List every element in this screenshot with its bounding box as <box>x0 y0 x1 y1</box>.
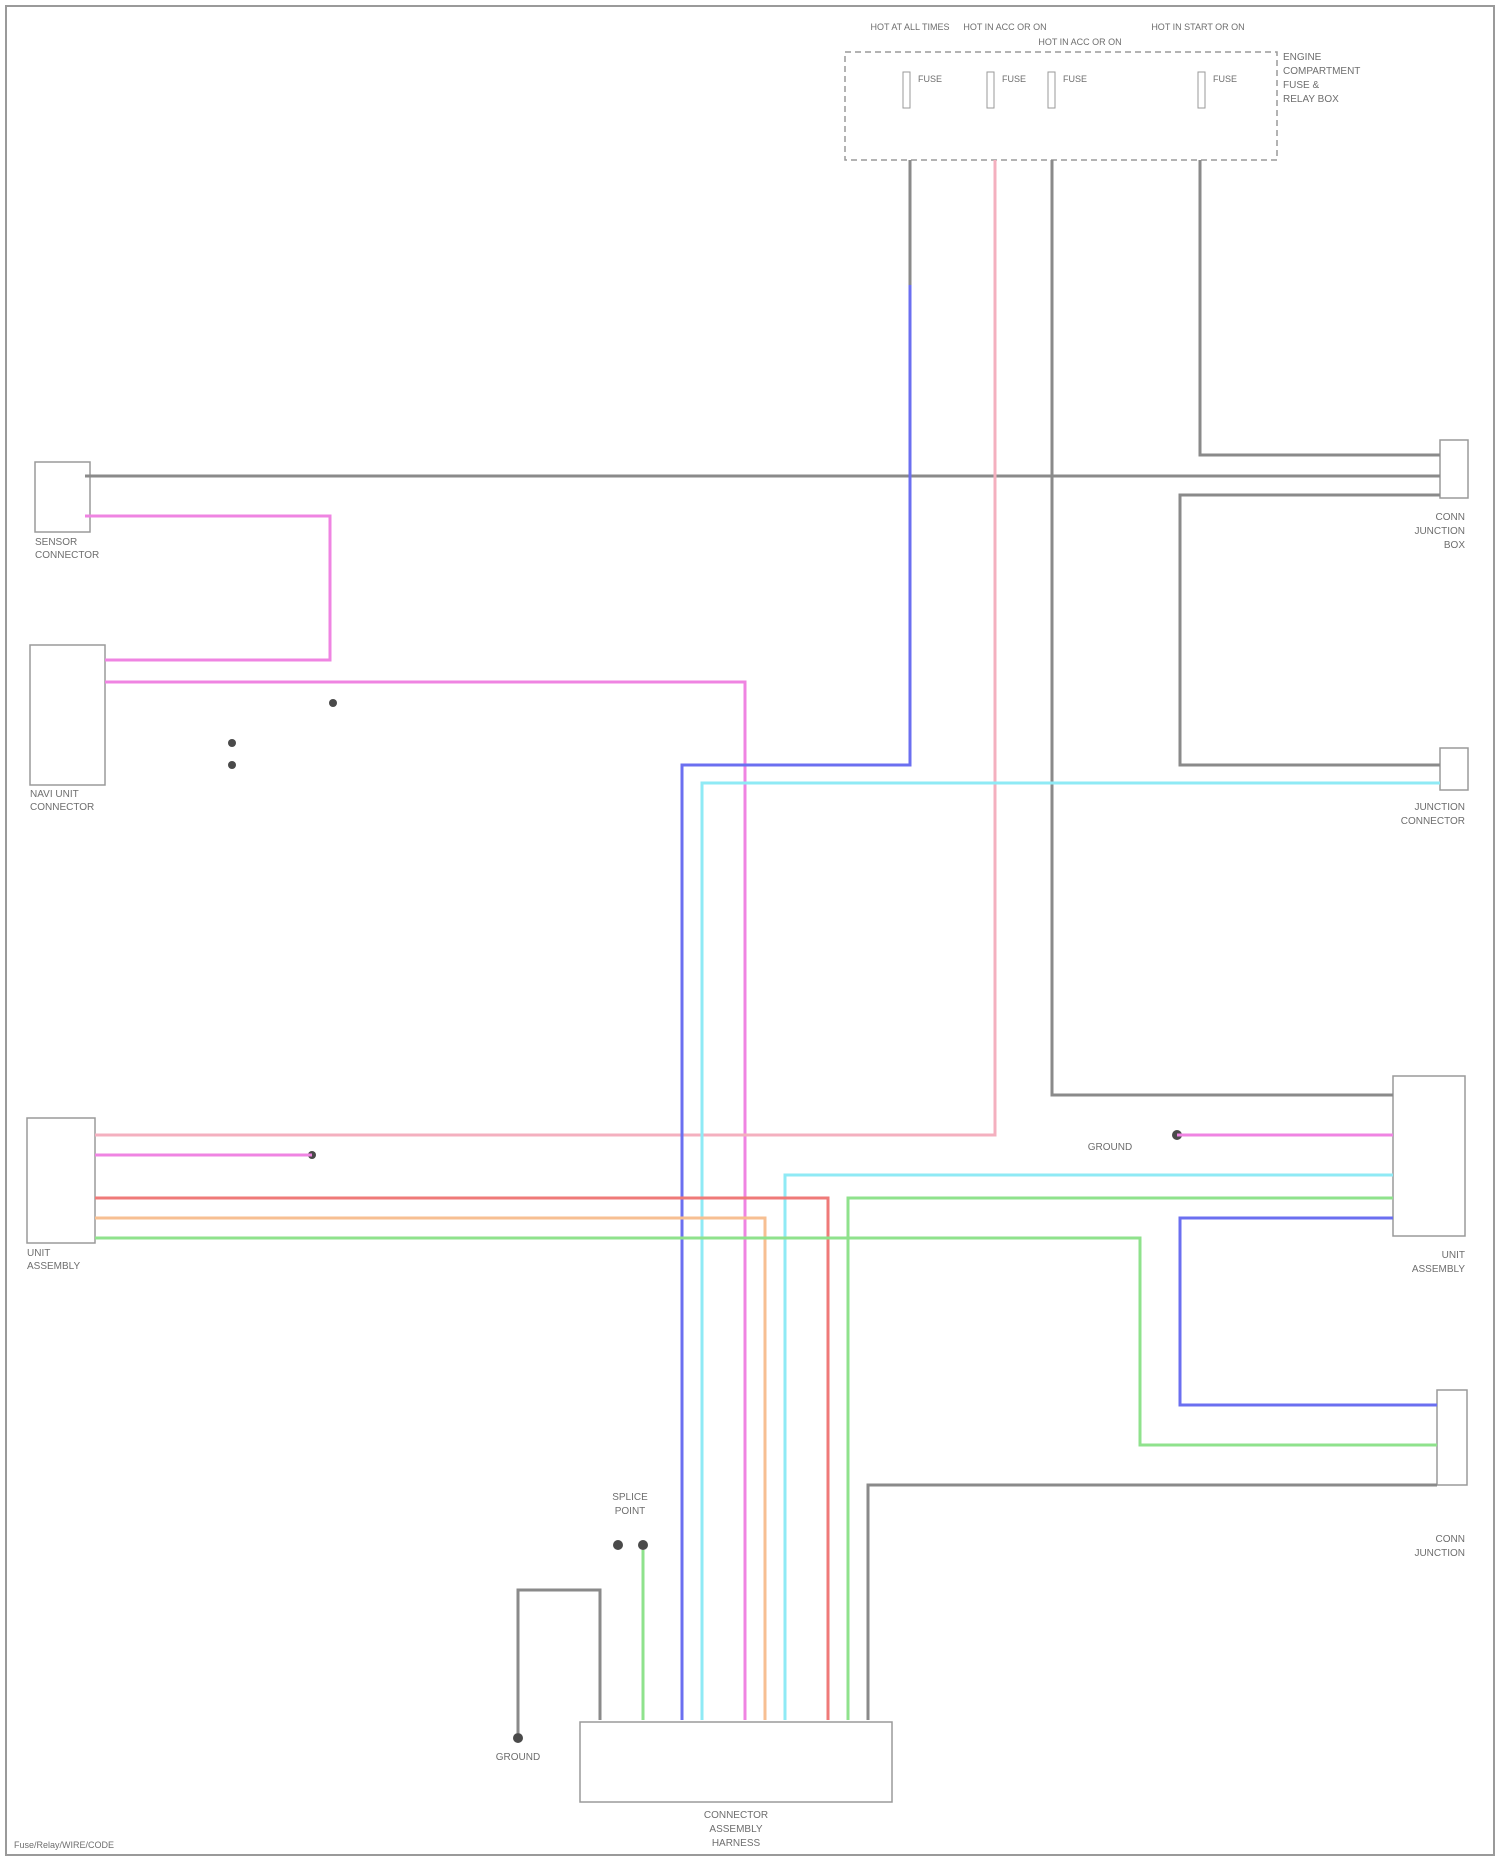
ground-bottom: GROUND <box>1088 1130 1182 1153</box>
bottom-assembly-line-3: HARNESS <box>712 1838 761 1849</box>
conn-right-upper-line-1: CONN <box>1436 512 1465 523</box>
fuse-title-4: HOT IN START OR ON <box>1151 22 1244 32</box>
unit-right-lower-line-2: ASSEMBLY <box>1412 1264 1465 1275</box>
unit-lower-left-line-2: ASSEMBLY <box>27 1261 80 1272</box>
wire-light-green-right <box>848 1198 1393 1720</box>
ground-bottom-label: GROUND <box>1088 1142 1132 1153</box>
unit-lower-left-line-1: UNIT <box>27 1248 50 1259</box>
component-sensor-mid-left: NAVI UNIT CONNECTOR <box>30 645 105 813</box>
unit-right-lower-line-1: UNIT <box>1442 1250 1465 1261</box>
wire-black-ground <box>518 1590 600 1733</box>
bottom-assembly-line-1: CONNECTOR <box>704 1810 768 1821</box>
wire-red <box>95 1198 828 1720</box>
fuse-pin-2: FUSE <box>1002 74 1026 84</box>
fuse-pin-3: FUSE <box>1063 74 1087 84</box>
conn-right-bottom-line-1: CONN <box>1436 1534 1465 1545</box>
sensor-mid-left-line-1: NAVI UNIT <box>30 789 79 800</box>
wire-black-bottom <box>868 1485 1437 1720</box>
wire-orange <box>95 1218 765 1720</box>
wire-pink-sensor <box>85 516 330 660</box>
fuse-pin-4: FUSE <box>1213 74 1237 84</box>
wire-black-fuse4 <box>1200 160 1440 455</box>
splice-bottom: SPLICE POINT <box>612 1492 648 1550</box>
wire-light-pink <box>95 160 995 1135</box>
sensor-top-left-line-2: CONNECTOR <box>35 550 99 561</box>
fuse-box-label-1: ENGINE <box>1283 52 1322 63</box>
conn-right-upper-line-3: BOX <box>1444 540 1465 551</box>
fuse-title-3: HOT IN ACC OR ON <box>1038 37 1121 47</box>
splice-bottom-line-1: SPLICE <box>612 1492 648 1503</box>
bottom-assembly-line-2: ASSEMBLY <box>709 1824 762 1835</box>
fuse-title-2: HOT IN ACC OR ON <box>963 22 1046 32</box>
fuse-box-label-4: RELAY BOX <box>1283 94 1339 105</box>
conn-right-bottom-line-2: JUNCTION <box>1414 1548 1465 1559</box>
wire-light-blue <box>702 783 1440 1720</box>
component-unit-right-lower: UNIT ASSEMBLY <box>1393 1076 1465 1275</box>
fuse-box: HOT AT ALL TIMES HOT IN ACC OR ON HOT IN… <box>845 22 1360 160</box>
fuse-pin-1: FUSE <box>918 74 942 84</box>
sensor-top-left-line-1: SENSOR <box>35 537 77 548</box>
page-border <box>6 6 1494 1855</box>
ground-left: GROUND <box>496 1733 540 1763</box>
ground-dots-left <box>228 699 337 1159</box>
wires <box>85 160 1440 1733</box>
conn-right-mid-line-2: CONNECTOR <box>1401 816 1465 827</box>
footer-code: Fuse/Relay/WIRE/CODE <box>14 1840 114 1850</box>
component-bottom-assembly: CONNECTOR ASSEMBLY HARNESS <box>580 1722 892 1849</box>
wire-black-fuse3 <box>1052 160 1393 1095</box>
component-conn-right-bottom: CONN JUNCTION <box>1414 1390 1467 1559</box>
ground-left-label: GROUND <box>496 1752 540 1763</box>
wire-blue-right <box>1180 1218 1437 1405</box>
splice-bottom-line-2: POINT <box>615 1506 646 1517</box>
fuse-box-label-2: COMPARTMENT <box>1283 66 1360 77</box>
component-conn-right-mid: JUNCTION CONNECTOR <box>1401 748 1468 827</box>
fuse-title-1: HOT AT ALL TIMES <box>870 22 949 32</box>
component-unit-lower-left: UNIT ASSEMBLY <box>27 1118 95 1272</box>
wire-blue <box>682 285 910 1720</box>
conn-right-upper-line-2: JUNCTION <box>1414 526 1465 537</box>
fuse-box-label-3: FUSE & <box>1283 80 1319 91</box>
wire-light-blue-right <box>785 1175 1393 1720</box>
wire-black-loop <box>1180 495 1440 765</box>
conn-right-mid-line-1: JUNCTION <box>1414 802 1465 813</box>
sensor-mid-left-line-2: CONNECTOR <box>30 802 94 813</box>
wire-pink-mid <box>105 682 745 1720</box>
